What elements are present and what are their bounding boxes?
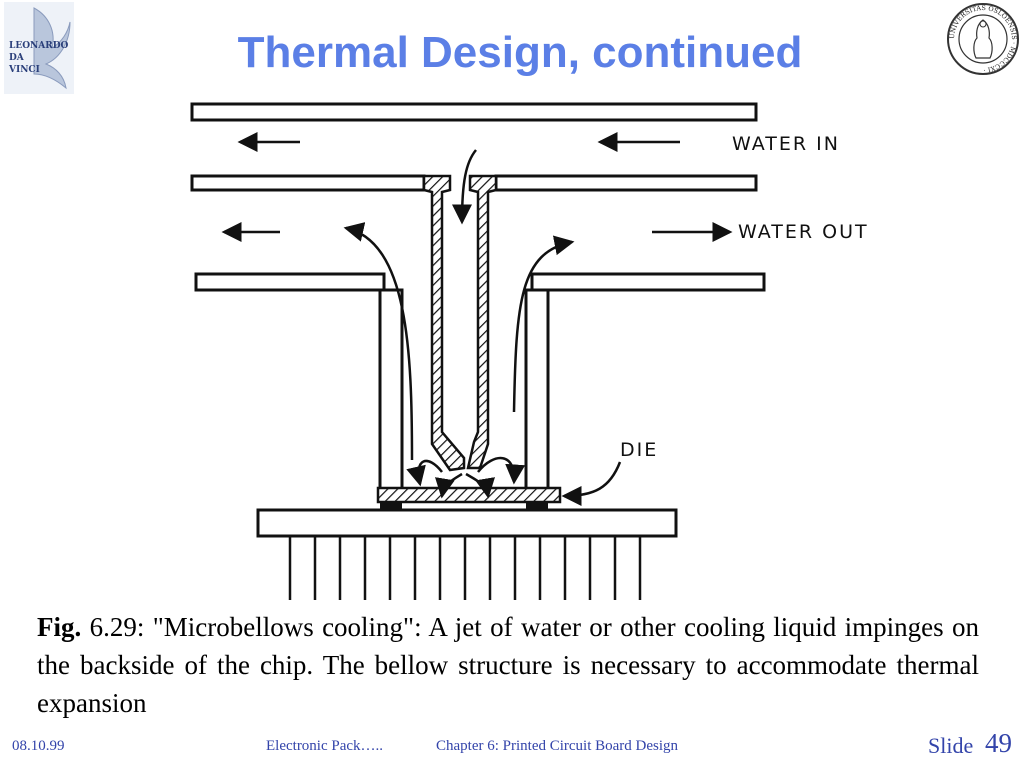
svg-text:VINCI: VINCI bbox=[8, 65, 40, 75]
microbellows-cooling-diagram: WATER IN WATER OUT DIE bbox=[180, 92, 900, 602]
die-foot-left bbox=[380, 502, 402, 510]
jet-down-arrow bbox=[452, 149, 477, 225]
die-chip bbox=[376, 486, 562, 504]
university-seal-logo: UNIVERSITAS OSLOENSIS · MDCCCXI · bbox=[946, 2, 1020, 76]
bellows-wall-left bbox=[378, 288, 404, 500]
die-pointer-arrow bbox=[561, 461, 622, 506]
slide-title: Thermal Design, continued bbox=[237, 28, 803, 77]
coolant-channel-plates bbox=[190, 102, 766, 538]
nozzle-wall-right bbox=[466, 174, 498, 470]
footer-chapter: Chapter 6: Printed Circuit Board Design bbox=[436, 738, 679, 754]
flow-arrows bbox=[221, 132, 733, 506]
return-flow-right bbox=[512, 235, 575, 413]
bellows-wall-right bbox=[524, 288, 550, 500]
die-label: DIE bbox=[620, 439, 658, 461]
lower-plate-left bbox=[194, 272, 386, 292]
lower-plate-right bbox=[530, 272, 766, 292]
figure-label: Fig. bbox=[37, 612, 82, 642]
footer-date: 08.10.99 bbox=[12, 738, 65, 754]
impinge-center-left bbox=[435, 472, 463, 499]
svg-text:LEONARDO: LEONARDO bbox=[9, 41, 69, 51]
nozzle-wall-left bbox=[422, 174, 466, 472]
impinge-left bbox=[406, 459, 443, 487]
top-plate bbox=[190, 102, 758, 122]
return-flow-left bbox=[343, 222, 414, 461]
slide-label: Slide bbox=[928, 733, 974, 758]
die-foot-right bbox=[526, 502, 548, 510]
middle-plate-right bbox=[494, 174, 758, 192]
middle-plate-left bbox=[190, 174, 426, 192]
figure-caption: Fig. 6.29: "Microbellows cooling": A jet… bbox=[37, 608, 979, 722]
svg-text:DA: DA bbox=[9, 53, 25, 63]
water-out-label: WATER OUT bbox=[738, 221, 869, 243]
water-in-label: WATER IN bbox=[732, 133, 840, 155]
slide-number: 49 bbox=[985, 728, 1012, 758]
package-pins bbox=[288, 536, 642, 600]
impinge-right bbox=[477, 456, 526, 485]
impinge-center-right bbox=[465, 472, 495, 499]
leonardo-da-vinci-logo: LEONARDO DA VINCI bbox=[4, 2, 74, 94]
jet-nozzle bbox=[422, 174, 498, 472]
footer-course: Electronic Pack….. bbox=[266, 738, 384, 754]
caption-text: 6.29: "Microbellows cooling": A jet of w… bbox=[37, 612, 980, 718]
substrate-board bbox=[256, 508, 678, 538]
